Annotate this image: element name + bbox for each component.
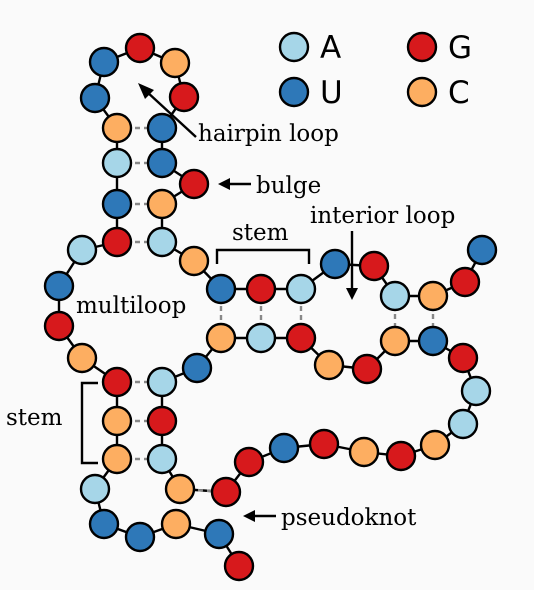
- nucleotide-c: [348, 436, 380, 468]
- nucleotide-g: [449, 266, 481, 298]
- nucleotide-u: [88, 46, 120, 78]
- multiloop-label: multiloop: [76, 293, 186, 319]
- hairpin-loop-label: hairpin loop: [198, 121, 339, 147]
- stem-top-label: stem: [232, 220, 289, 246]
- nucleotide-g: [168, 81, 200, 113]
- nucleotide-a: [146, 443, 178, 475]
- nucleotide-g: [178, 168, 210, 200]
- nucleotide-c: [417, 280, 449, 312]
- nucleotide-u: [203, 518, 235, 550]
- pseudoknot-arrowhead: [243, 510, 255, 522]
- nucleotide-c: [160, 508, 192, 540]
- nucleotide-g: [447, 342, 479, 374]
- nucleotide-g: [124, 32, 156, 64]
- bulge-label: bulge: [256, 173, 321, 199]
- nucleotide-a: [245, 322, 277, 354]
- nucleotide-u: [88, 508, 120, 540]
- nucleotide-u: [268, 432, 300, 464]
- nucleotide-a: [101, 147, 133, 179]
- nucleotide-g: [101, 226, 133, 258]
- nucleotide-a: [146, 366, 178, 398]
- nucleotide-c: [101, 112, 133, 144]
- nucleotide-u: [124, 521, 156, 553]
- pseudoknot-label: pseudoknot: [281, 505, 417, 531]
- nucleotides: [43, 32, 498, 582]
- hairpin-loop-arrow: [145, 90, 197, 138]
- legend-label-a: A: [320, 30, 341, 66]
- nucleotide-a: [285, 273, 317, 305]
- nucleotide-g: [285, 322, 317, 354]
- stem-left-bracket: [80, 381, 98, 465]
- nucleotide-g: [351, 353, 383, 385]
- nucleotide-u: [146, 147, 178, 179]
- nucleotide-u: [43, 270, 75, 302]
- legend-swatch-a: [278, 31, 310, 63]
- nucleotide-a: [379, 280, 411, 312]
- nucleotide-u: [319, 248, 351, 280]
- legend-swatch-c: [406, 76, 438, 108]
- nucleotide-c: [313, 349, 345, 381]
- legend-label-g: G: [448, 30, 472, 66]
- nucleotide-u: [101, 188, 133, 220]
- nucleotide-g: [245, 273, 277, 305]
- legend-swatch-u: [278, 76, 310, 108]
- nucleotide-g: [146, 405, 178, 437]
- interior-loop-arrowhead: [346, 288, 358, 300]
- nucleotide-u: [466, 234, 498, 266]
- nucleotide-u: [417, 325, 449, 357]
- nucleotide-u: [181, 352, 213, 384]
- nucleotide-g: [233, 446, 265, 478]
- nucleotide-g: [43, 310, 75, 342]
- annotations: hairpin loop bulge interior loop stem mu…: [6, 83, 455, 531]
- nucleotide-g: [358, 250, 390, 282]
- bulge-arrowhead: [218, 178, 230, 190]
- nucleotide-c: [205, 322, 237, 354]
- stem-top-bracket: [215, 248, 311, 264]
- nucleotide-c: [101, 405, 133, 437]
- nucleotide-a: [447, 408, 479, 440]
- nucleotide-a: [146, 226, 178, 258]
- nucleotide-a: [460, 375, 492, 407]
- legend-label-c: C: [448, 75, 470, 111]
- legend-swatch-g: [406, 31, 438, 63]
- nucleotide-u: [205, 273, 237, 305]
- nucleotide-c: [66, 342, 98, 374]
- hairpin-loop-arrowhead: [138, 83, 154, 99]
- nucleotide-c: [178, 245, 210, 277]
- interior-loop-label: interior loop: [310, 203, 455, 229]
- nucleotide-c: [379, 325, 411, 357]
- nucleotide-g: [385, 440, 417, 472]
- nucleotide-c: [419, 429, 451, 461]
- stem-left-label: stem: [6, 405, 63, 431]
- nucleotide-c: [101, 443, 133, 475]
- nucleotide-c: [146, 188, 178, 220]
- legend: A G U C: [278, 30, 472, 111]
- nucleotide-c: [164, 473, 196, 505]
- nucleotide-c: [159, 47, 191, 79]
- nucleotide-a: [66, 234, 98, 266]
- nucleotide-g: [210, 476, 242, 508]
- nucleotide-a: [79, 473, 111, 505]
- nucleotide-u: [79, 82, 111, 114]
- nucleotide-g: [101, 366, 133, 398]
- nucleotide-g: [223, 550, 255, 582]
- legend-label-u: U: [320, 75, 343, 111]
- nucleotide-g: [308, 428, 340, 460]
- nucleotide-u: [146, 112, 178, 144]
